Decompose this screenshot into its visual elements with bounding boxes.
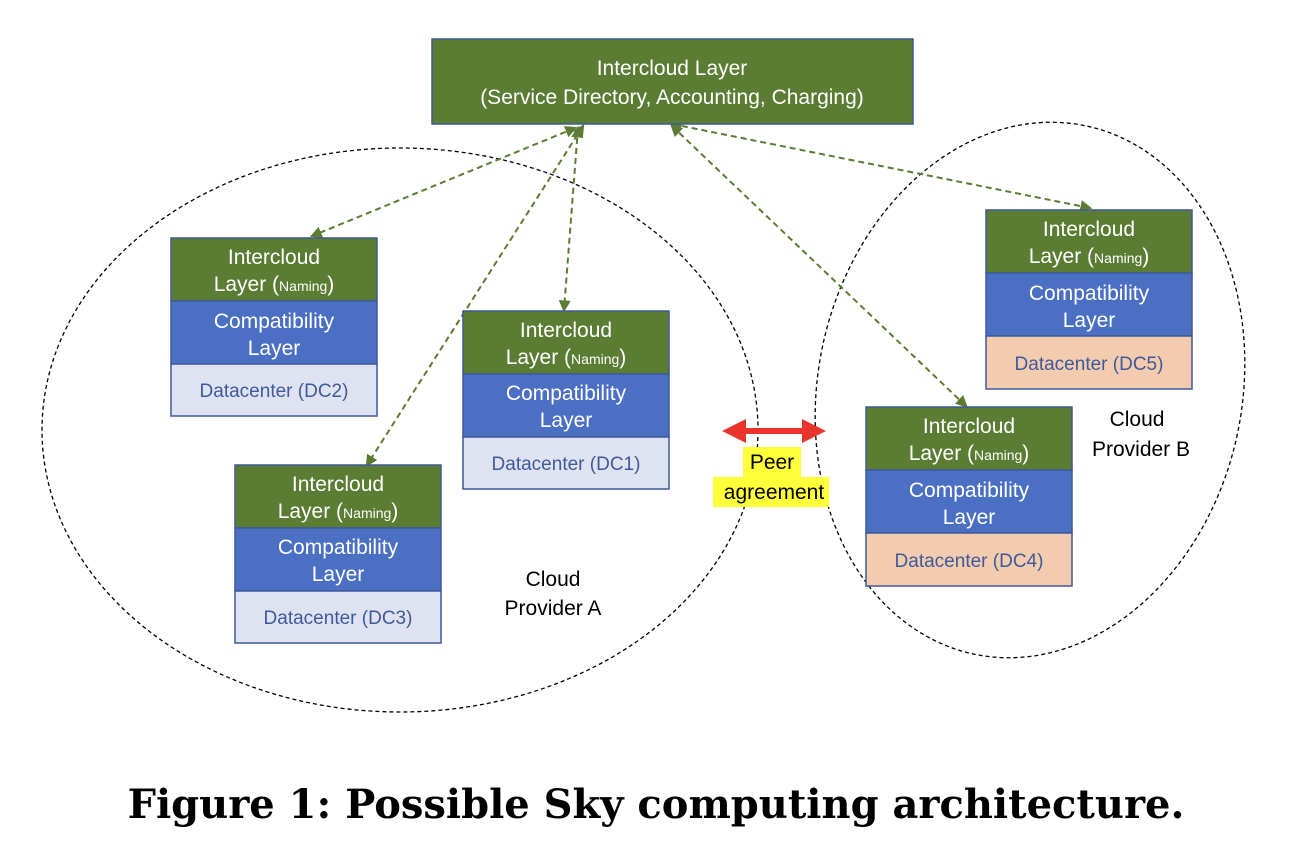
compat-label-line2: Layer xyxy=(312,563,365,586)
peer-agreement-arrow xyxy=(722,419,826,443)
intercloud-label-line1: Intercloud xyxy=(923,415,1015,438)
cloud-provider-b-boundary xyxy=(814,121,1246,659)
intercloud-label-line2: Layer (Naming) xyxy=(278,500,399,523)
connection-dc1 xyxy=(558,125,584,313)
connection-dc3 xyxy=(365,123,585,468)
compat-label-line2: Layer xyxy=(943,506,996,529)
top-intercloud-layer: Intercloud Layer (Service Directory, Acc… xyxy=(431,38,914,125)
peer-label-line2: agreement xyxy=(724,481,825,504)
compat-label-line1: Compatibility xyxy=(278,536,399,559)
intercloud-label-line1: Intercloud xyxy=(520,319,612,342)
datacenter-dc3-label: Datacenter (DC3) xyxy=(264,608,413,629)
compat-label-line2: Layer xyxy=(540,409,593,432)
compat-label-line1: Compatibility xyxy=(214,310,335,333)
top-intercloud-title: Intercloud Layer xyxy=(597,57,748,80)
stack-dc5: Intercloud Layer (Naming) Compatibility … xyxy=(985,209,1193,390)
connection-dc5 xyxy=(669,120,1093,212)
compat-label-line1: Compatibility xyxy=(1029,282,1150,305)
compat-label-line2: Layer xyxy=(248,337,301,360)
intercloud-label-line2: Layer (Naming) xyxy=(909,442,1030,465)
intercloud-label-line1: Intercloud xyxy=(1043,218,1135,241)
stack-dc1: Intercloud Layer (Naming) Compatibility … xyxy=(462,310,670,490)
peer-label-line1: Peer xyxy=(750,451,794,474)
intercloud-label-line1: Intercloud xyxy=(292,473,384,496)
stack-dc2: Intercloud Layer (Naming) Compatibility … xyxy=(170,237,378,417)
top-intercloud-subtitle: (Service Directory, Accounting, Charging… xyxy=(480,86,864,109)
intercloud-label-line1: Intercloud xyxy=(228,246,320,269)
compat-label-line1: Compatibility xyxy=(506,382,627,405)
intercloud-connections xyxy=(309,120,1093,468)
stack-dc4: Intercloud Layer (Naming) Compatibility … xyxy=(865,406,1073,587)
cloud-provider-a-line2: Provider A xyxy=(505,597,602,620)
datacenter-dc4-label: Datacenter (DC4) xyxy=(895,551,1044,572)
connection-dc2 xyxy=(309,126,578,238)
datacenter-dc2-label: Datacenter (DC2) xyxy=(200,381,349,402)
connection-dc4 xyxy=(670,124,968,408)
compat-label-line2: Layer xyxy=(1063,309,1116,332)
datacenter-dc5-label: Datacenter (DC5) xyxy=(1015,354,1164,375)
cloud-provider-b-line1: Cloud xyxy=(1110,408,1165,431)
cloud-provider-a-line1: Cloud xyxy=(526,568,581,591)
datacenter-dc1-label: Datacenter (DC1) xyxy=(492,454,641,475)
compat-label-line1: Compatibility xyxy=(909,479,1030,502)
stack-dc3: Intercloud Layer (Naming) Compatibility … xyxy=(234,464,442,644)
intercloud-label-line2: Layer (Naming) xyxy=(506,346,627,369)
peer-agreement-label: Peer agreement xyxy=(713,447,829,507)
intercloud-label-line2: Layer (Naming) xyxy=(214,273,335,296)
figure-caption: Figure 1: Possible Sky computing archite… xyxy=(128,781,1185,828)
cloud-provider-b-line2: Provider B xyxy=(1092,438,1190,461)
intercloud-label-line2: Layer (Naming) xyxy=(1029,245,1150,268)
